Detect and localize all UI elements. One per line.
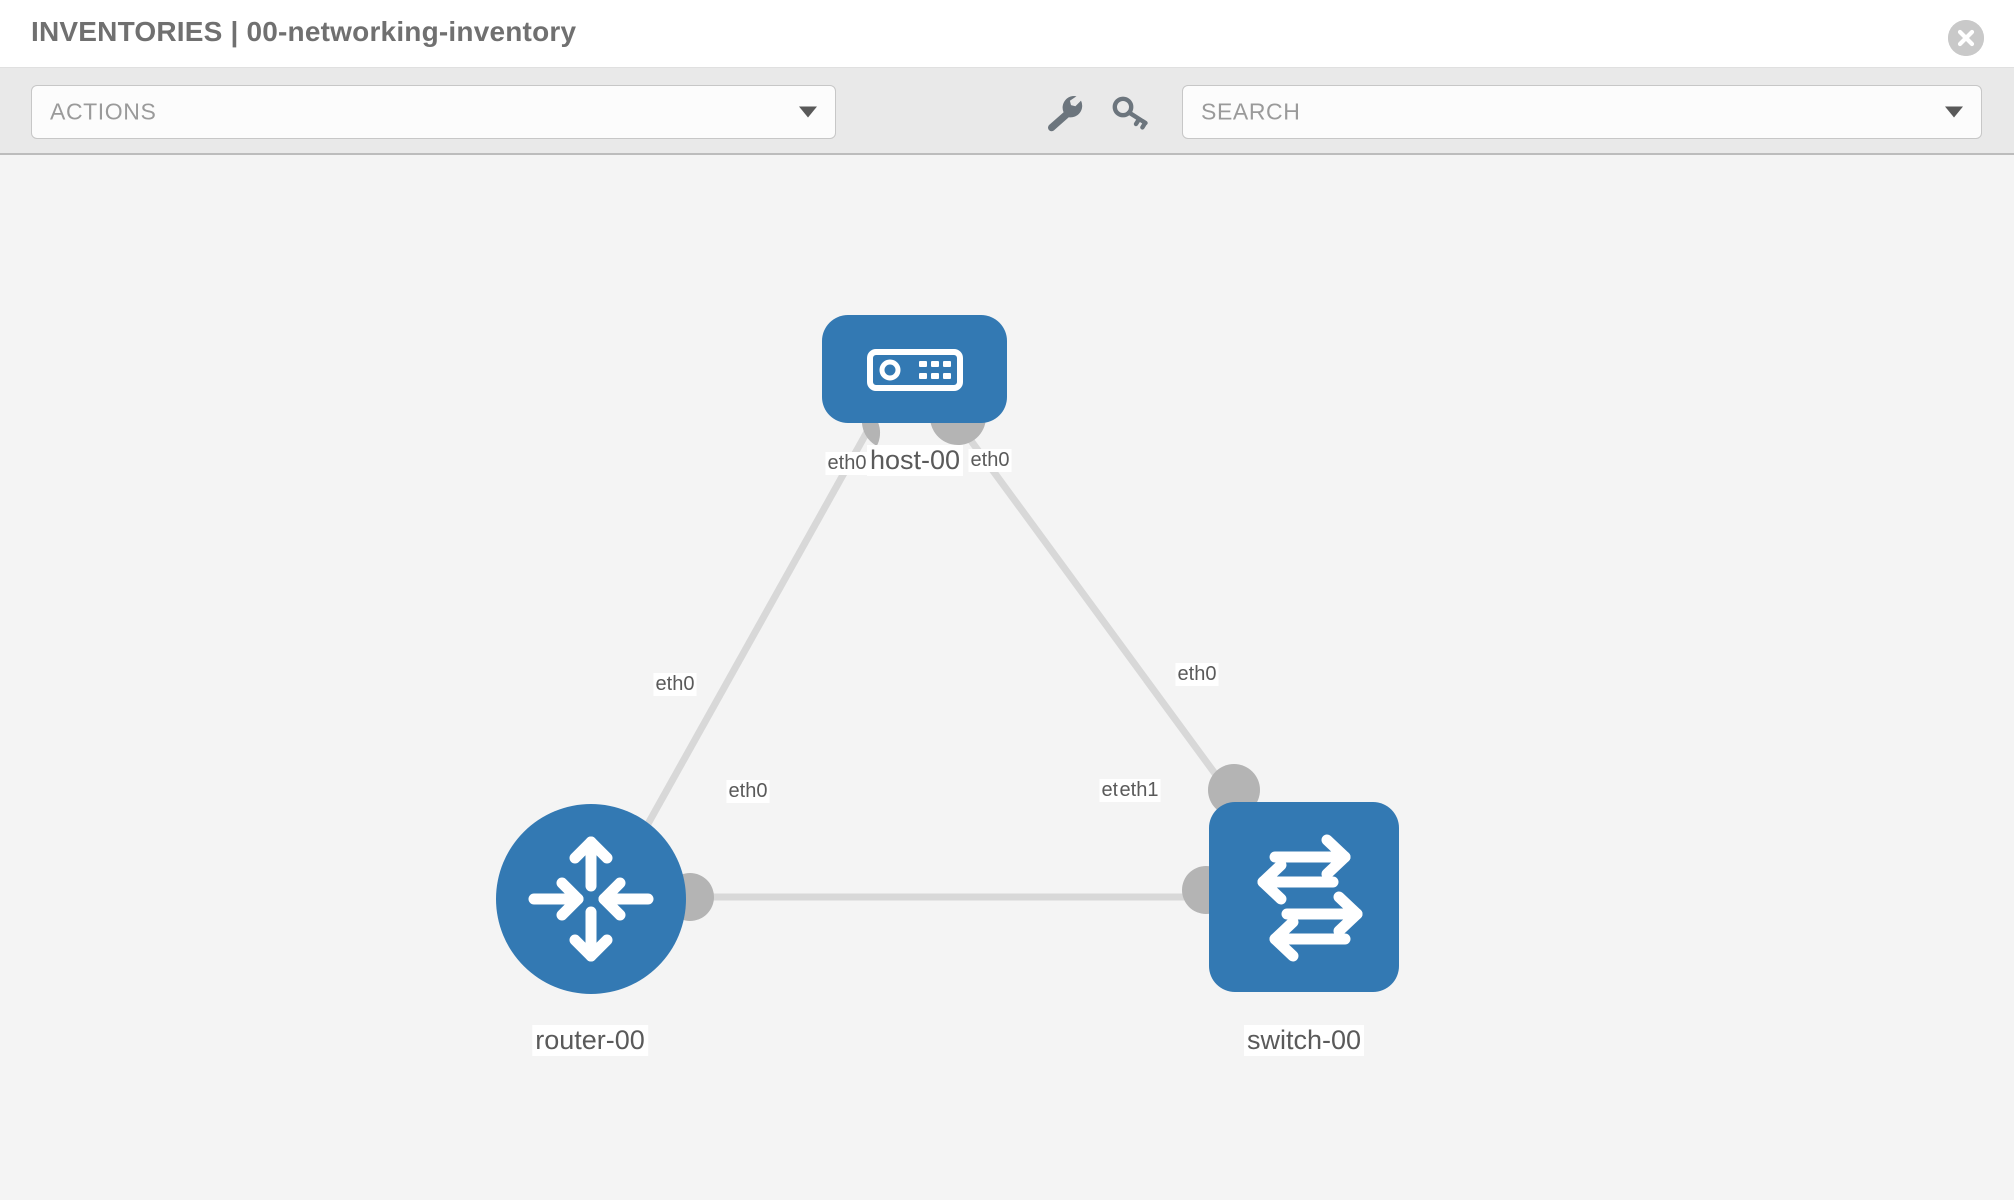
page-title: INVENTORIES | 00-networking-inventory [31,16,577,47]
port-label-host00-eth0-left: eth0 [825,452,869,475]
node-switch-00[interactable] [1209,802,1399,992]
server-icon [867,349,963,391]
close-icon[interactable] [1948,20,1984,56]
wrench-icon[interactable] [1043,92,1085,132]
node-router-00[interactable] [496,804,686,994]
topology-links-layer [640,408,1260,921]
connector-stubs [666,408,1260,921]
router-arrows-icon [528,836,654,962]
toolbar: ACTIONS SEARCH [0,68,2014,155]
link-host00-router00[interactable] [640,421,876,833]
chevron-down-icon [1945,106,1963,118]
key-icon[interactable] [1110,92,1152,132]
link-host00-switch00[interactable] [955,420,1241,808]
header-bar: INVENTORIES | 00-networking-inventory [0,0,2014,68]
node-label-router-00: router-00 [532,1025,648,1056]
actions-dropdown-label: ACTIONS [50,98,157,125]
node-label-host-00: host-00 [866,445,964,476]
port-label-switch00-eth1: eth1 [1117,779,1161,802]
actions-dropdown[interactable]: ACTIONS [31,85,836,139]
search-placeholder: SEARCH [1201,98,1301,125]
port-label-router00-eth0-uplink: eth0 [653,673,697,696]
port-label-router00-eth0: eth0 [726,780,770,803]
chevron-down-icon [799,106,817,118]
port-label-host00-eth0-right: eth0 [968,449,1012,472]
switch-arrows-icon [1257,834,1363,962]
search-input[interactable]: SEARCH [1182,85,1982,139]
topology-canvas[interactable]: host-00 router-00 switch-00 eth0 eth0 et… [0,155,2014,1200]
port-label-switch00-eth0-uplink: eth0 [1175,663,1219,686]
node-label-switch-00: switch-00 [1243,1025,1365,1056]
node-host-00[interactable] [822,315,1007,423]
